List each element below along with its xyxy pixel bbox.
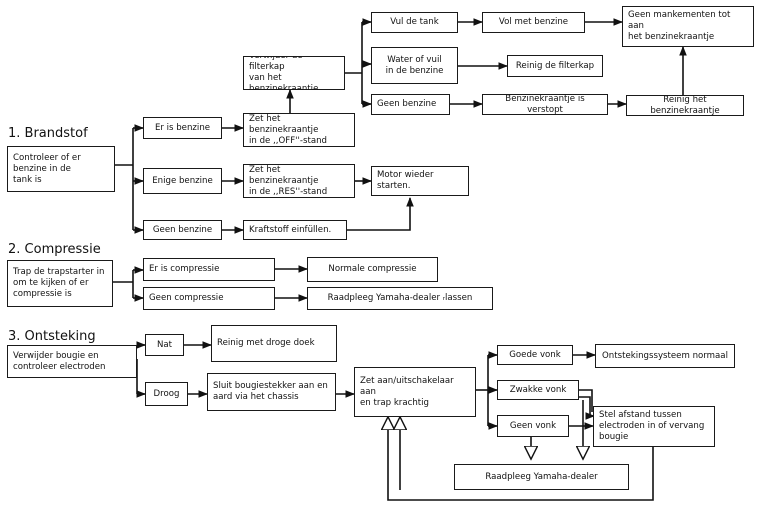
tap-off-box: Zet het benzinekraantje in de ,,OFF''-st… xyxy=(243,113,355,147)
wet-box: Nat xyxy=(145,334,184,356)
section-title-ontsteking: 3. Ontsteking xyxy=(8,329,96,344)
has-fuel-box: Er is benzine xyxy=(143,117,222,139)
connect-plug-cap-box: Sluit bougiestekker aan en aard via het … xyxy=(207,373,336,411)
has-compression-box: Er is compressie xyxy=(143,258,275,281)
clean-filter-cap-box: Reinig de filterkap xyxy=(507,55,603,77)
no-compression-box: Geen compressie xyxy=(143,287,275,310)
system-normal-box: Ontstekingssysteem normaal xyxy=(595,344,735,368)
switch-on-kick-box: Zet aan/uitschakelaar aan en trap kracht… xyxy=(354,367,476,417)
good-spark-box: Goede vonk xyxy=(497,345,573,365)
restart-box: Motor wieder starten. xyxy=(371,166,469,196)
no-spark-box: Geen vonk xyxy=(497,415,569,437)
adjust-gap-box: Stel afstand tussen electroden in of ver… xyxy=(593,406,715,447)
refuel-box: Kraftstoff einfüllen. xyxy=(243,220,347,240)
fill-tank-box: Vul de tank xyxy=(371,12,458,33)
water-or-dirt-box: Water of vuil in de benzine xyxy=(371,47,458,84)
dry-box: Droog xyxy=(145,382,188,406)
section-title-brandstof: 1. Brandstof xyxy=(8,126,88,141)
no-petrol-box: Geen benzine xyxy=(371,94,450,115)
compression-dealer-box: Raadpleeg Yamaha-dealer ᵣlassen xyxy=(307,287,493,310)
check-fuel-box: Controleer of er benzine in de tank is xyxy=(7,146,115,192)
some-fuel-box: Enige benzine xyxy=(143,168,222,194)
normal-compression-box: Normale compressie xyxy=(307,257,438,282)
weak-spark-box: Zwakke vonk xyxy=(497,380,579,400)
tap-blocked-box: Benzinekraantje is verstopt xyxy=(482,94,608,115)
check-compression-box: Trap de trapstarter in om te kijken of e… xyxy=(7,260,113,307)
section-title-compressie: 2. Compressie xyxy=(8,242,101,257)
tap-res-box: Zet het benzinekraantje in de ,,RES''-st… xyxy=(243,164,355,198)
no-defects-box: Geen mankementen tot aan het benzinekraa… xyxy=(622,6,754,47)
remove-filter-cap-box: Verwijder de filterkap van het benzinekr… xyxy=(243,56,345,90)
clean-tap-box: Reinig het benzinekraantje xyxy=(626,95,744,116)
remove-plug-box: Verwijder bougie en controleer electrode… xyxy=(7,345,137,378)
no-fuel-box: Geen benzine xyxy=(143,220,222,240)
clean-cloth-box: Reinig met droge doek xyxy=(211,325,337,362)
ignition-dealer-box: Raadpleeg Yamaha-dealer xyxy=(454,464,629,490)
full-of-petrol-box: Vol met benzine xyxy=(482,12,585,33)
